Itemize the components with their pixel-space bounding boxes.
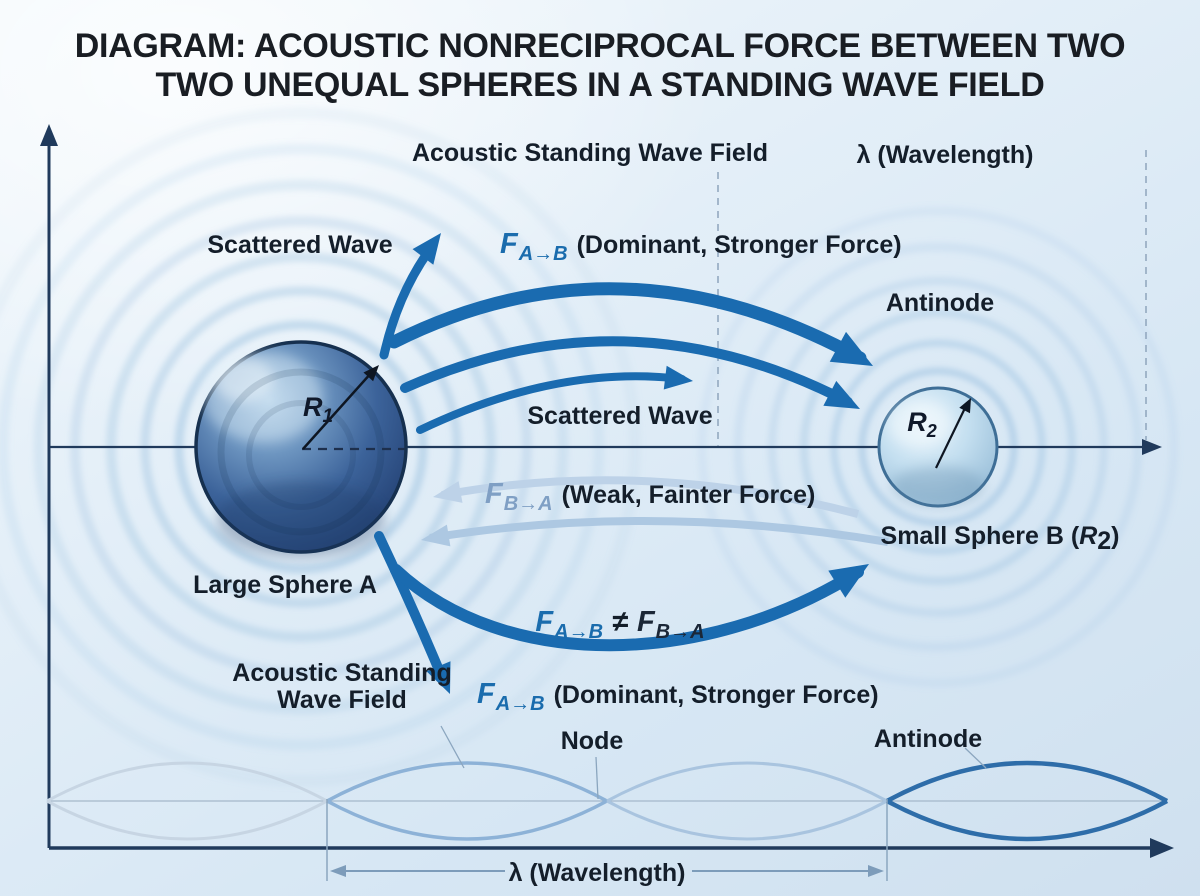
r1-label-letter: R	[303, 392, 323, 422]
acoustic-field-bottom-label-line2: Wave Field	[277, 686, 407, 714]
force-ab-bottom-label: FA→B (Dominant, Stronger Force)	[477, 678, 879, 715]
x-axis-arrowhead	[1150, 838, 1174, 858]
wavelength-arrowhead-right	[868, 865, 884, 877]
weak-force-arrowhead-2	[421, 524, 451, 547]
standing-wave-lobe-4	[885, 760, 1169, 842]
sphere-a-bottom-shade	[217, 482, 385, 558]
sphere-b-group	[877, 386, 999, 508]
sphere-a-group	[194, 340, 408, 558]
r2-label-letter: R	[907, 407, 927, 437]
force-ab-bottom-f: F	[477, 678, 496, 710]
dominant-force-swoosh-arrowhead	[828, 564, 869, 598]
small-sphere-label-r-sub: 2	[1097, 527, 1111, 555]
node-leader-line	[595, 756, 599, 800]
weak-force-arc-1	[441, 476, 860, 518]
force-ab-top-desc: (Dominant, Stronger Force)	[577, 231, 902, 259]
small-sphere-label: Small Sphere B (R2)	[881, 522, 1120, 555]
standing-wave-lobe-2	[326, 761, 608, 841]
y-axis-arrowhead	[40, 124, 58, 146]
sphere-a-inner-ring-outer	[217, 368, 385, 536]
scattered-wave-mid-arrowhead	[663, 365, 693, 390]
dominant-force-arc-outer	[387, 282, 867, 365]
r2-label-sub: 2	[926, 421, 937, 441]
inequality-f-ab: F	[535, 606, 554, 638]
r2-radius-arrowhead	[959, 398, 971, 414]
strong-force-arrows	[374, 233, 873, 694]
inequality-neq: ≠	[612, 606, 628, 638]
inequality-sub-ab: A→B	[553, 621, 603, 643]
diagram-title-line2: TWO UNEQUAL SPHERES IN A STANDING WAVE F…	[155, 66, 1044, 104]
inequality-f-ba: F	[637, 606, 656, 638]
dominant-force-arc-outer-arrowhead	[829, 331, 873, 366]
force-ab-top-label: FA→B (Dominant, Stronger Force)	[500, 228, 902, 265]
r1-radius-arrow-shaft	[302, 371, 373, 450]
standing-wave-lobe-3	[606, 761, 888, 841]
diagram-title-line1: DIAGRAM: ACOUSTIC NONRECIPROCAL FORCE BE…	[75, 27, 1126, 65]
dominant-force-arc-inner-arrowhead	[823, 380, 860, 409]
dominant-force-swoosh	[390, 564, 864, 652]
force-inequality-label: FA→B≠FB→A	[535, 606, 704, 643]
mid-axis-arrowhead	[1142, 439, 1162, 455]
acoustic-field-top-label: Acoustic Standing Wave Field	[412, 139, 768, 167]
field-label-leader-line	[440, 725, 465, 769]
standing-wave-lobe-1	[46, 761, 328, 841]
r2-radius-arrow-shaft	[935, 405, 967, 469]
weak-force-arrows	[421, 476, 889, 547]
r2-label: R2	[907, 407, 937, 441]
scattered-wave-mid-arc	[416, 372, 686, 434]
sphere-a-highlight-small	[214, 358, 274, 402]
dominant-force-down-arrowhead	[426, 661, 451, 694]
text-layer: DIAGRAM: ACOUSTIC NONRECIPROCAL FORCE BE…	[75, 27, 1126, 887]
r1-label-sub: 1	[322, 406, 333, 427]
antinode-leader-line	[964, 747, 987, 769]
antinode-bottom-label: Antinode	[874, 725, 982, 753]
sphere-a-inner-ring-inner	[246, 400, 356, 510]
sphere-b-bottom-shade	[892, 466, 984, 506]
antinode-top-label: Antinode	[886, 289, 994, 317]
small-sphere-label-r: R	[1079, 522, 1097, 550]
force-ab-bottom-desc: (Dominant, Stronger Force)	[554, 681, 879, 709]
force-ba-f: F	[485, 478, 504, 510]
r1-radius-arrowhead	[363, 365, 379, 382]
scattered-wave-up-arrowhead	[412, 233, 441, 265]
small-sphere-label-suffix: )	[1111, 522, 1119, 550]
force-ba-label: FB→A (Weak, Fainter Force)	[485, 478, 815, 515]
scattered-wave-mid-label: Scattered Wave	[527, 402, 712, 430]
acoustic-field-bottom-label-line1: Acoustic Standing	[232, 659, 451, 687]
scattered-wave-top-label: Scattered Wave	[207, 231, 392, 259]
force-ba-desc: (Weak, Fainter Force)	[562, 481, 816, 509]
wavelength-top-label: λ (Wavelength)	[857, 141, 1034, 169]
force-ab-top-f: F	[500, 228, 519, 260]
large-sphere-label: Large Sphere A	[193, 571, 377, 599]
node-label: Node	[561, 727, 624, 755]
sphere-b-highlight	[888, 400, 952, 448]
weak-force-arc-2	[429, 516, 889, 546]
wavelength-arrowhead-left	[330, 865, 346, 877]
r1-label: R1	[303, 392, 333, 427]
wavelength-bottom-label: λ (Wavelength)	[509, 859, 686, 887]
force-ab-bottom-sub: A→B	[495, 693, 545, 715]
inequality-sub-ba: B→A	[656, 621, 705, 643]
small-sphere-label-prefix: Small Sphere B (	[881, 522, 1080, 550]
guide-lines	[717, 150, 1147, 446]
dominant-force-down-arrow	[374, 531, 449, 687]
force-ba-sub: B→A	[504, 493, 553, 515]
weak-force-arrowhead-1	[433, 481, 463, 503]
force-ab-top-sub: A→B	[518, 243, 568, 265]
dominant-force-arc-inner	[400, 336, 853, 407]
standing-wave	[46, 725, 1169, 881]
